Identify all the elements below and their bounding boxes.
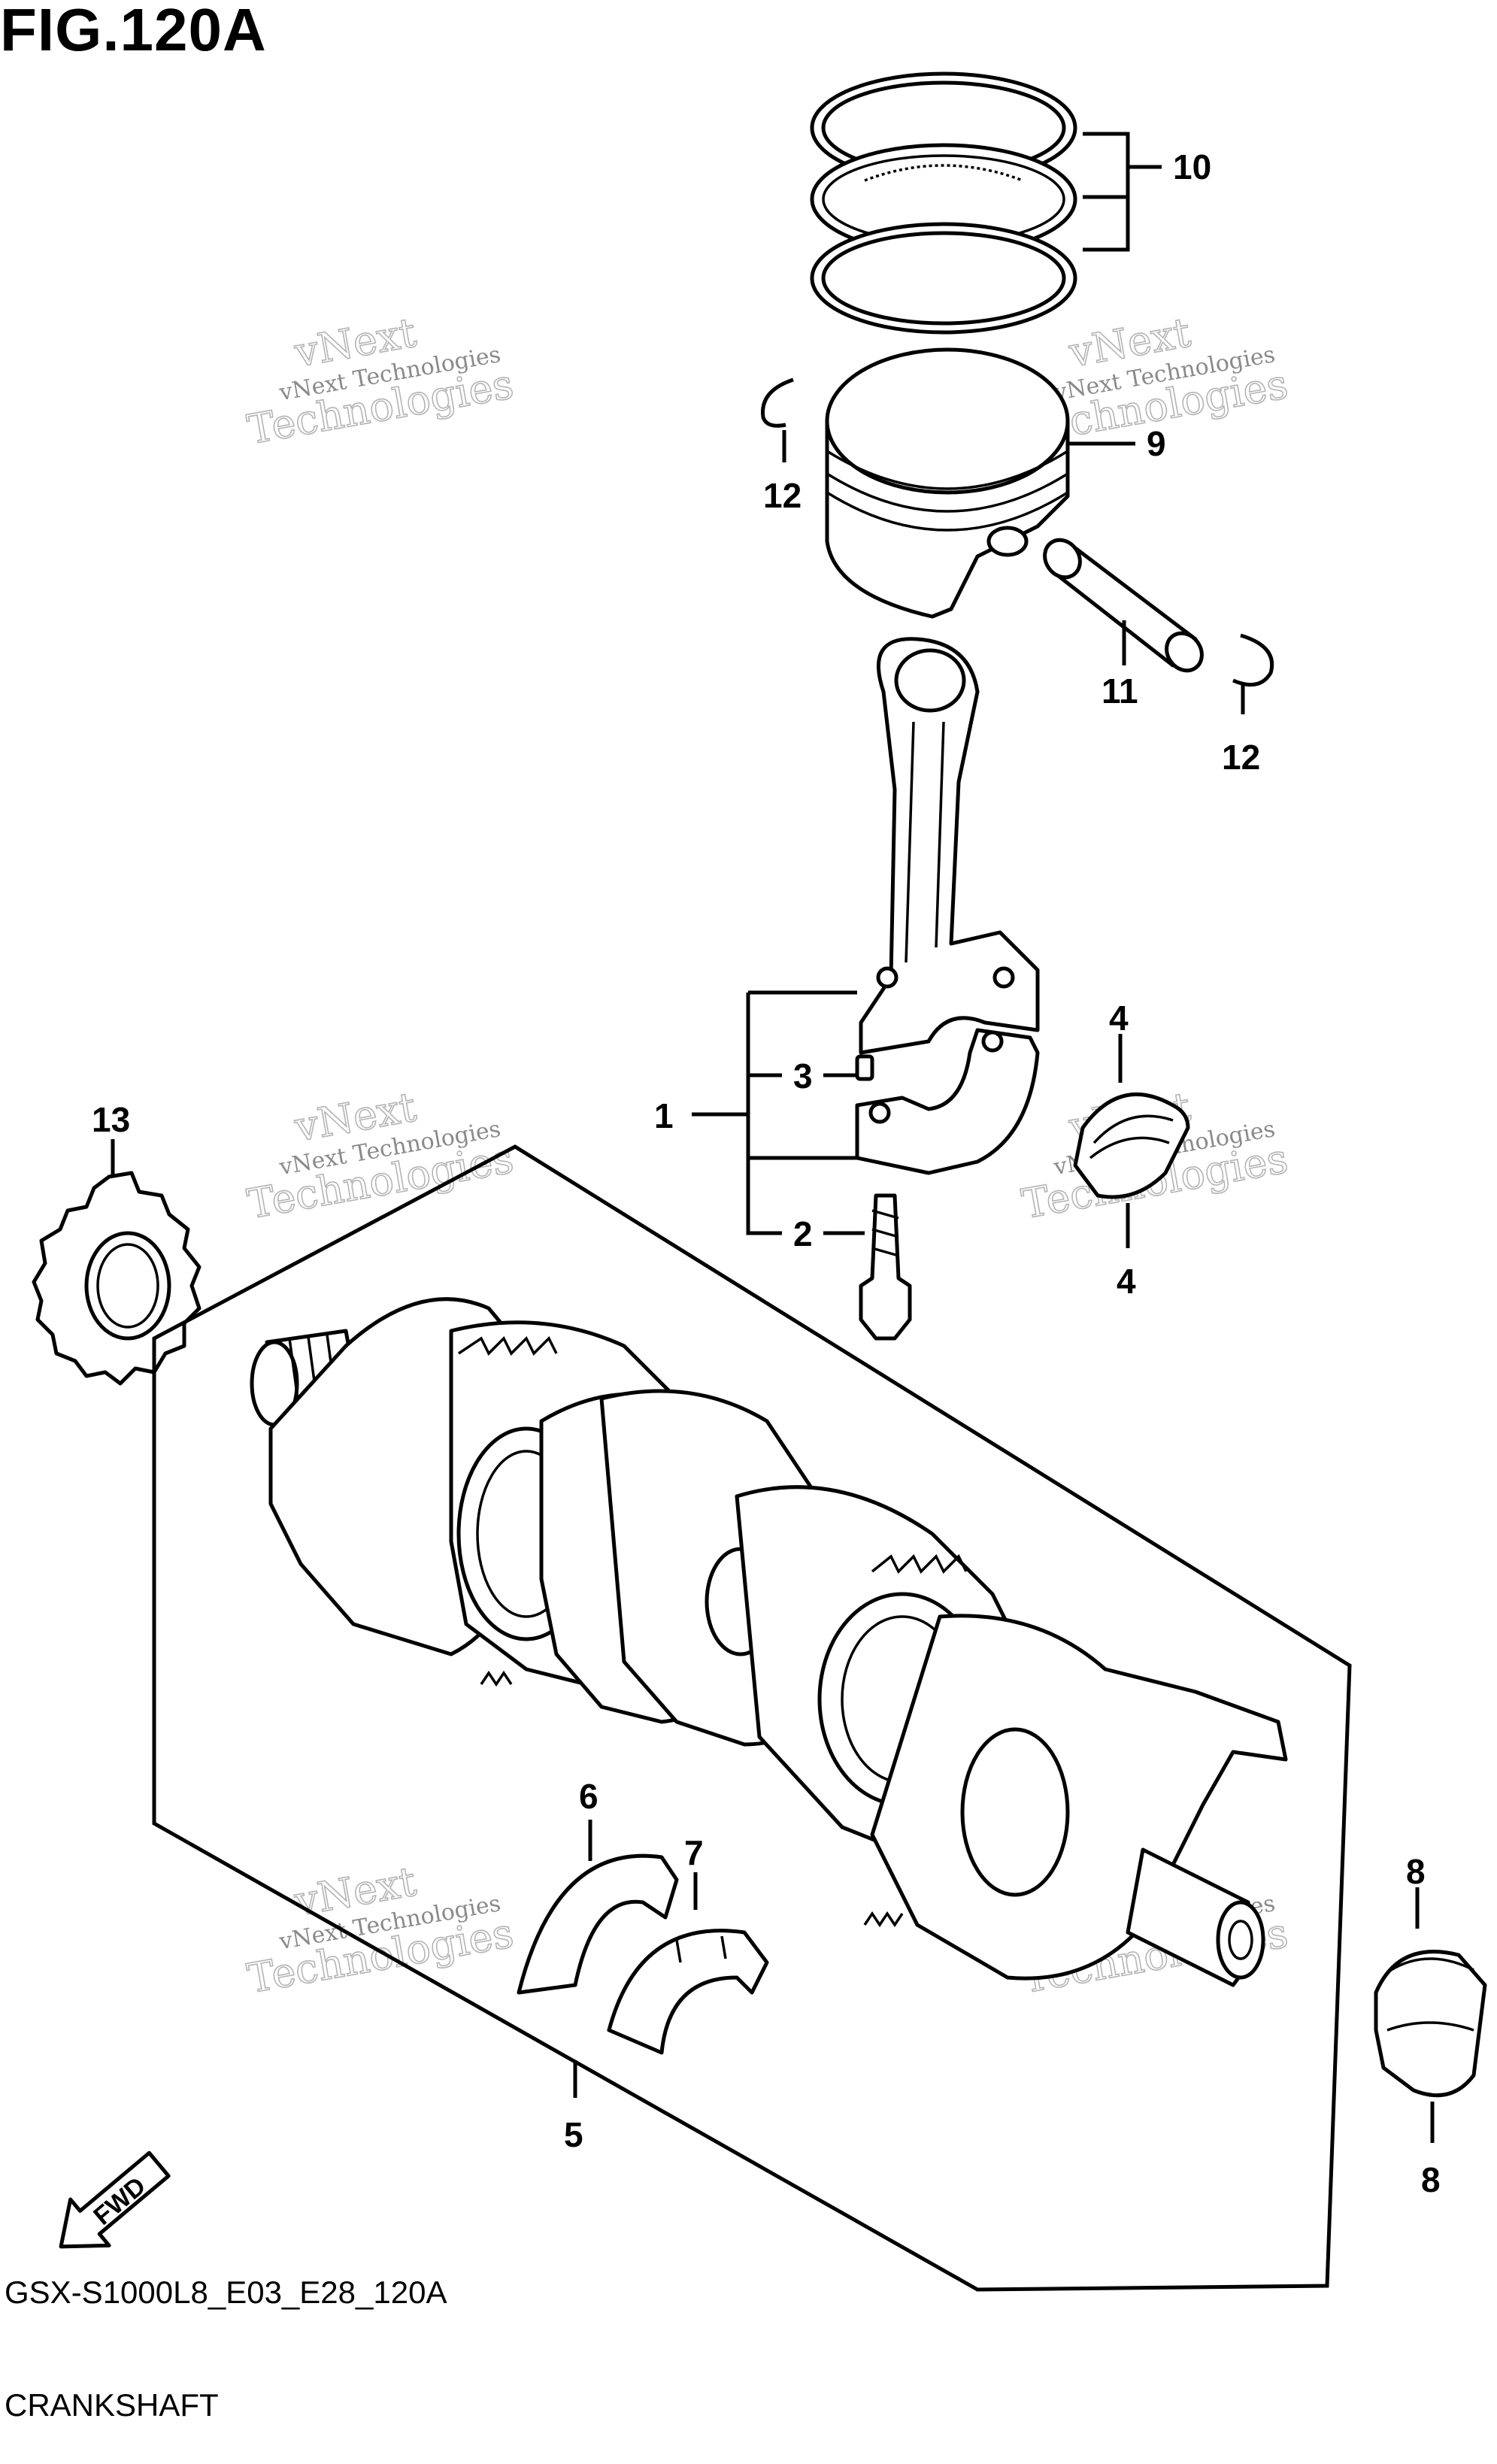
piston bbox=[825, 347, 1070, 619]
callout-6: 6 bbox=[579, 1777, 598, 1816]
assembly-outline bbox=[152, 1144, 1352, 2292]
callout-8b: 8 bbox=[1421, 2160, 1441, 2199]
main-bearing bbox=[1374, 1950, 1487, 2098]
circlip-left bbox=[761, 377, 794, 428]
callout-5: 5 bbox=[564, 2115, 583, 2154]
callout-10: 10 bbox=[1173, 147, 1211, 186]
callout-4b: 4 bbox=[1117, 1262, 1136, 1301]
primary-gear bbox=[32, 1171, 202, 1386]
piston-rings bbox=[810, 71, 1077, 335]
leader-10 bbox=[1083, 132, 1162, 252]
figure-code: GSX-S1000L8_E03_E28_120A bbox=[5, 2275, 447, 2310]
piston-pin bbox=[1043, 538, 1204, 673]
callout-7: 7 bbox=[684, 1833, 704, 1872]
figure-name: CRANKSHAFT bbox=[5, 2387, 219, 2423]
fwd-arrow: FWD bbox=[59, 2150, 171, 2249]
thrust-bearing-6 bbox=[517, 1853, 679, 1995]
callout-9: 9 bbox=[1147, 424, 1166, 463]
callout-12b: 12 bbox=[1222, 738, 1260, 777]
figure-title: FIG.120A bbox=[0, 0, 267, 63]
callout-8a: 8 bbox=[1406, 1852, 1426, 1891]
watermark-mid-left: Technologies vNext vNext Technologies bbox=[244, 1083, 518, 1229]
leader-1 bbox=[692, 990, 857, 1235]
watermark-top-left: Technologies vNext vNext Technologies bbox=[244, 308, 518, 454]
leader-4 bbox=[1118, 1034, 1130, 1248]
leader-8 bbox=[1415, 1887, 1435, 2143]
callout-2: 2 bbox=[793, 1214, 813, 1253]
callout-12a: 12 bbox=[763, 476, 802, 515]
crankshaft bbox=[250, 1297, 1288, 1987]
callout-3: 3 bbox=[793, 1056, 813, 1096]
watermark-bottom-left: Technologies vNext vNext Technologies bbox=[244, 1857, 518, 2003]
connecting-rod bbox=[855, 637, 1040, 1341]
circlip-right bbox=[1232, 633, 1274, 687]
callout-4a: 4 bbox=[1109, 999, 1129, 1038]
thrust-bearing-7 bbox=[607, 1929, 769, 2055]
callout-13: 13 bbox=[92, 1100, 130, 1139]
callout-11: 11 bbox=[1102, 671, 1138, 711]
callout-1: 1 bbox=[654, 1096, 674, 1135]
conrod-bearing bbox=[1073, 1093, 1190, 1199]
